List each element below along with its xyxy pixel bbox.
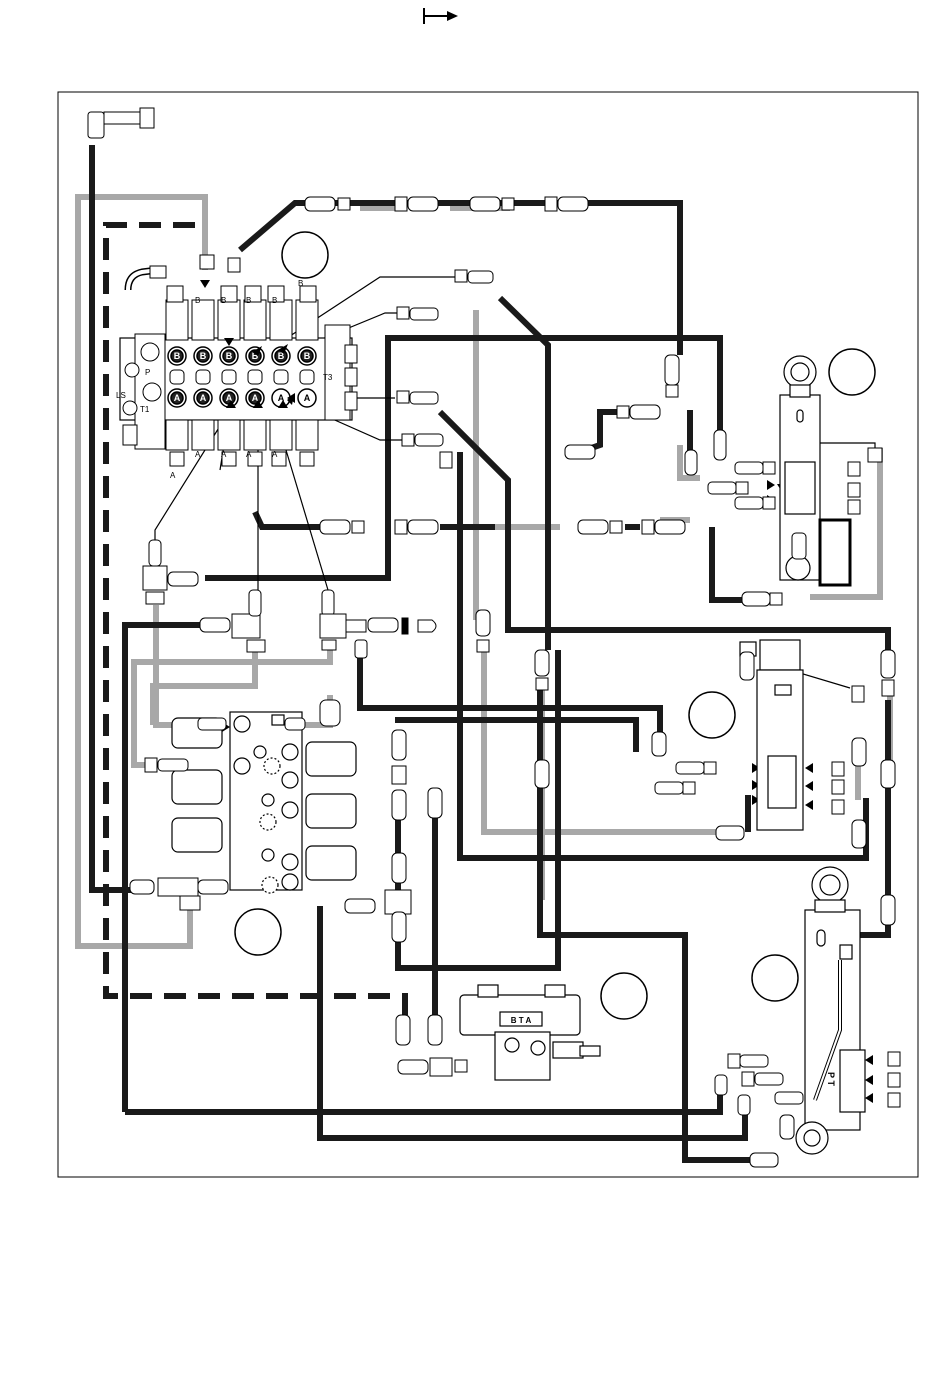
cylinder-port-label: P T xyxy=(826,1072,836,1087)
bottom-a-label: A xyxy=(221,450,227,459)
a-port-label: A xyxy=(200,393,207,403)
cylinder-bottom-right xyxy=(796,867,865,1154)
right-arrow-from-bar-icon xyxy=(424,8,458,24)
callout-circle-5 xyxy=(601,973,647,1019)
top-b-label: B xyxy=(298,279,303,288)
top-b-label: B xyxy=(221,296,226,305)
callout-circle-2 xyxy=(829,349,875,395)
bottom-a-label: A xyxy=(272,450,278,459)
a-port-label: A xyxy=(174,393,181,403)
callout-circle-6 xyxy=(752,955,798,1001)
top-b-label: B xyxy=(246,296,251,305)
callout-circle-3 xyxy=(689,692,735,738)
a-port-label: A xyxy=(304,393,311,403)
callout-circle-1 xyxy=(282,232,328,278)
b-port-label: B xyxy=(226,351,233,361)
solenoid-manifold xyxy=(172,712,356,893)
port-p-label: P xyxy=(145,368,150,377)
port-ls-label: LS xyxy=(116,391,126,400)
port-t3-label: T3 xyxy=(323,373,333,382)
bottom-a-label: A xyxy=(246,450,252,459)
control-valve-bank: B B B B B B A A A A A A P LS T1 T3 B B B… xyxy=(116,270,357,480)
solenoid-valve-bottom xyxy=(460,985,600,1080)
port-t1-label: T1 xyxy=(140,405,150,414)
top-b-label: B xyxy=(272,296,277,305)
solenoid-valve-label: B T A xyxy=(511,1016,532,1025)
b-port-label: B xyxy=(174,351,181,361)
callout-circle-4 xyxy=(235,909,281,955)
b-port-label: B xyxy=(304,351,311,361)
top-b-label: B xyxy=(195,296,200,305)
b-port-label: B xyxy=(200,351,207,361)
bottom-a-label: A xyxy=(170,471,176,480)
bottom-a-label: A xyxy=(195,450,201,459)
